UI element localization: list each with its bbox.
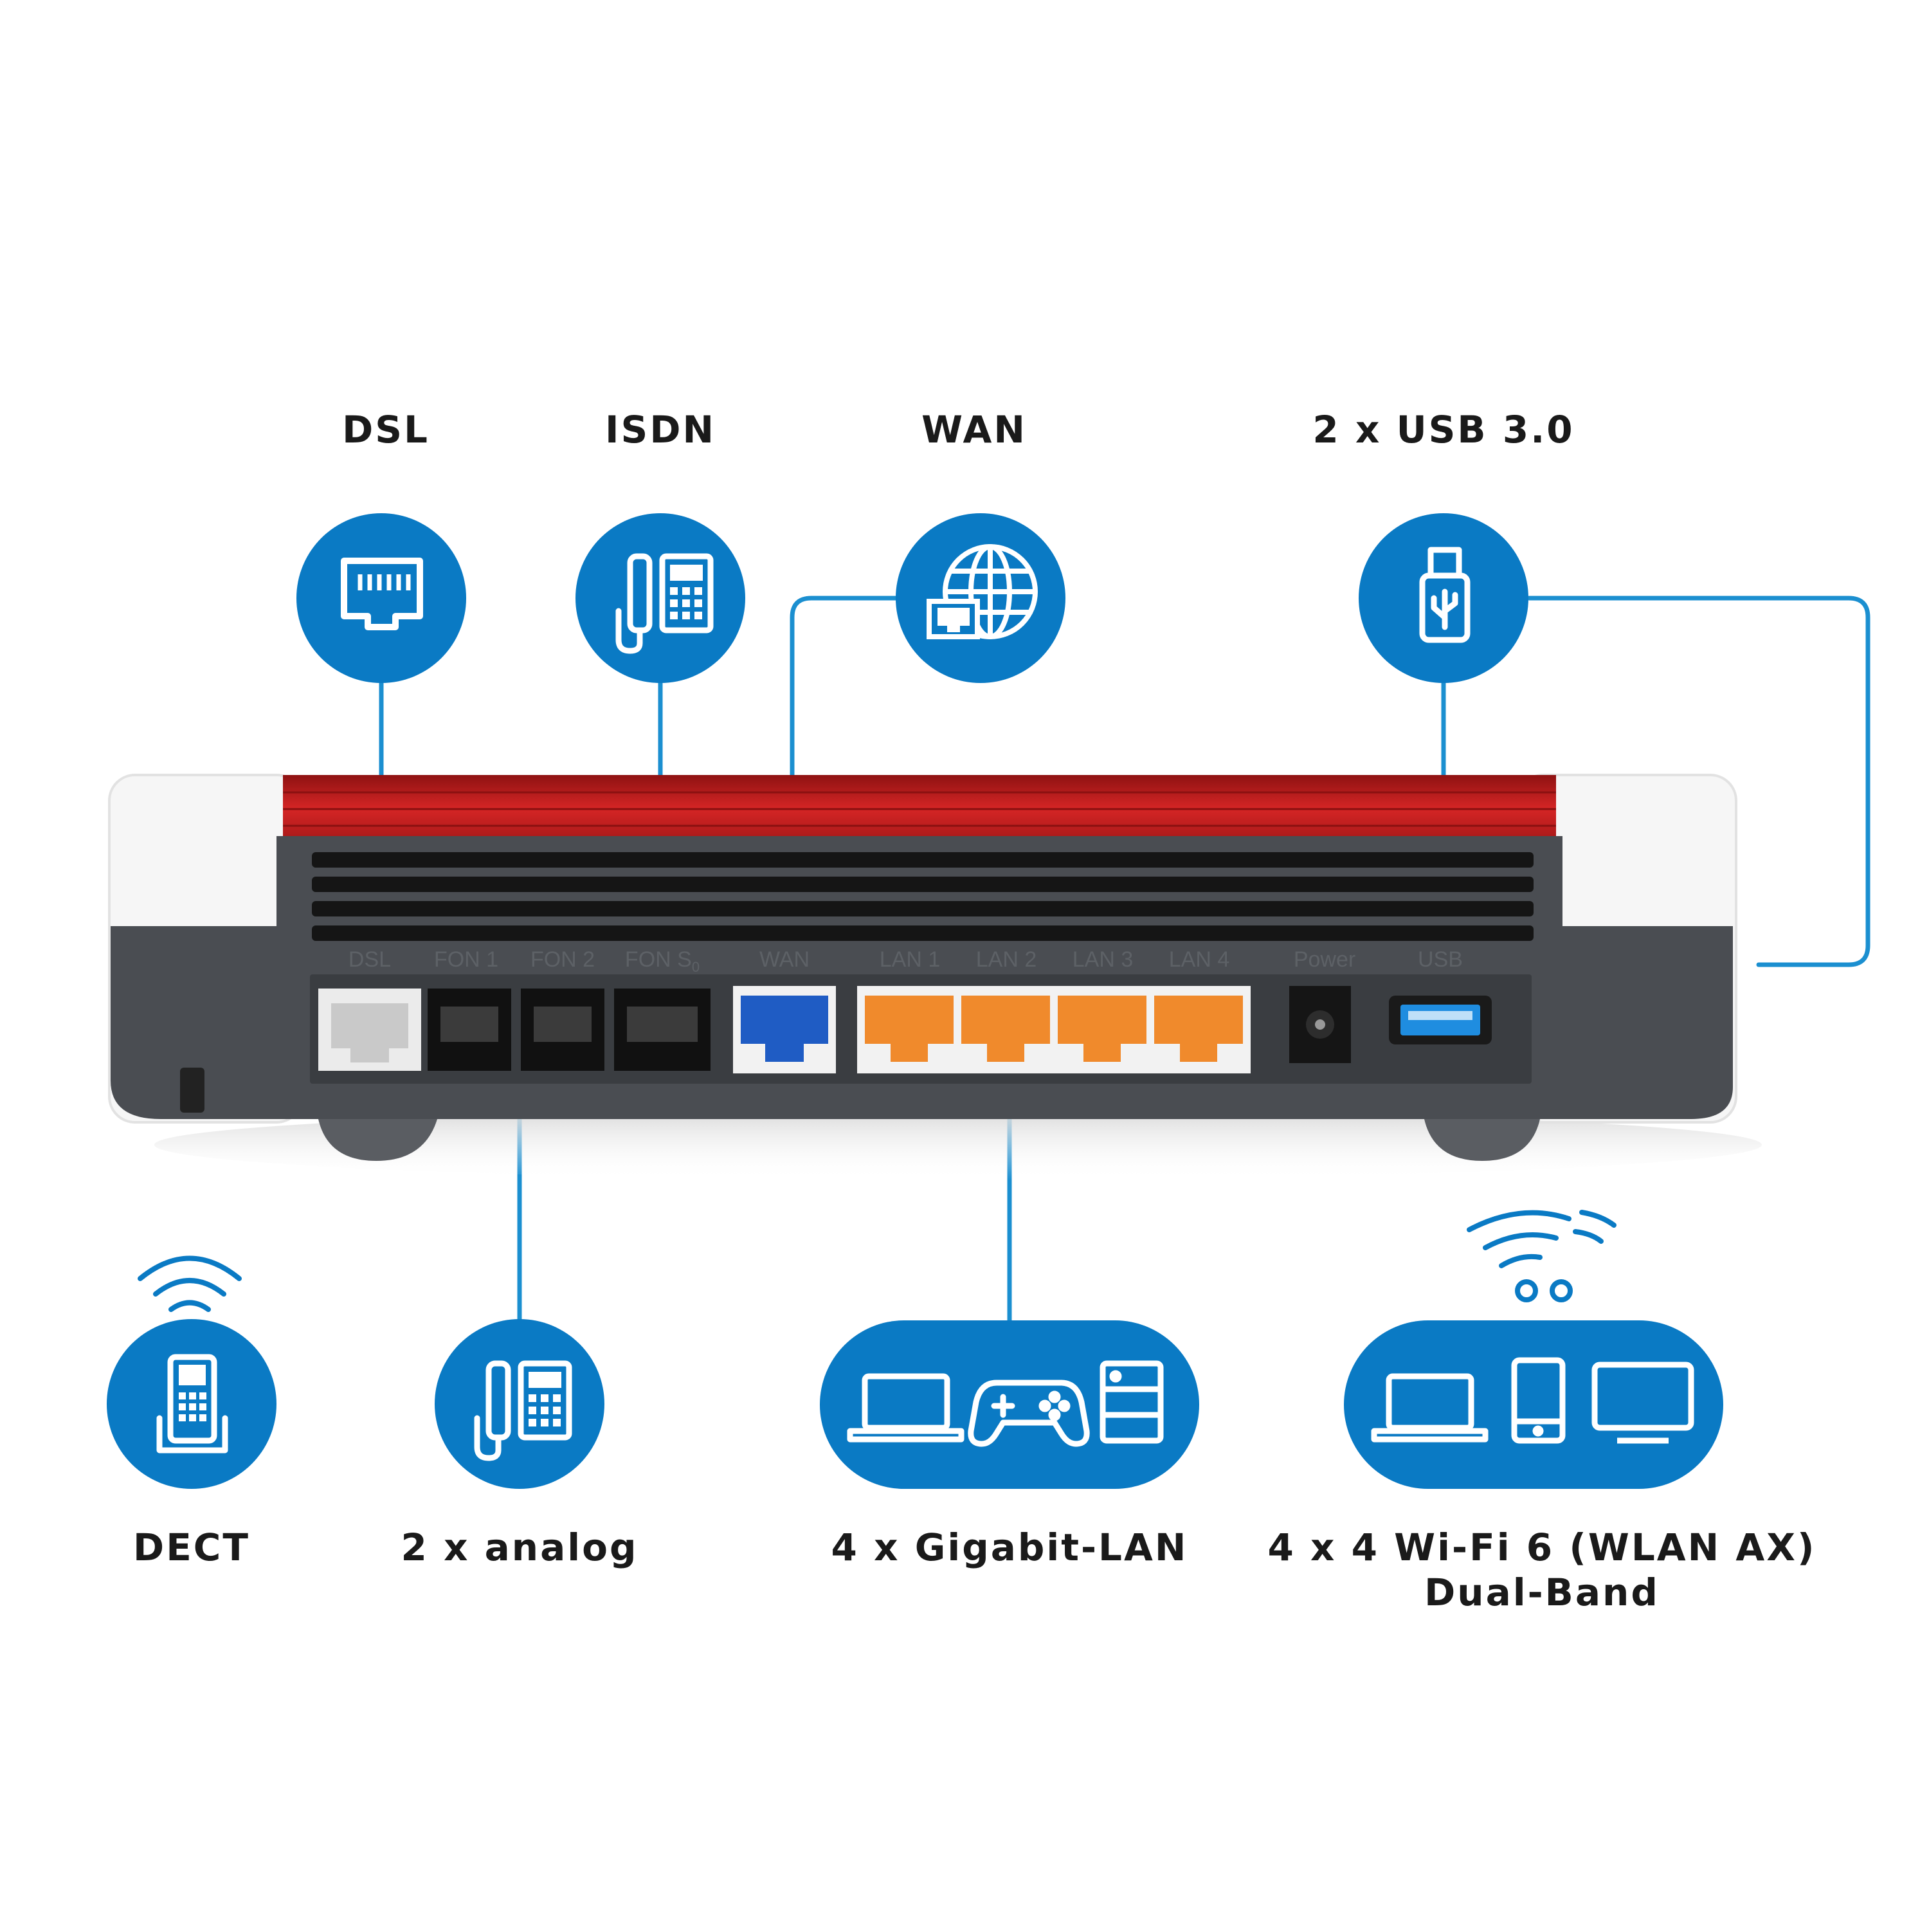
desk-phone-icon — [474, 1360, 572, 1461]
port-label-wan: WAN — [759, 947, 810, 972]
wan-feature — [896, 513, 1065, 683]
usb-stick-icon — [1419, 547, 1471, 643]
bottom-feature-icons — [107, 1210, 1723, 1489]
router-foot-left — [318, 1119, 437, 1161]
port-label-lan-4: LAN 4 — [1169, 947, 1230, 972]
wifi-feature — [1344, 1210, 1723, 1489]
dsl-feature — [296, 513, 466, 683]
gigabit-lan-feature — [820, 1320, 1199, 1489]
gigabit-lan-label: 4 x Gigabit-LAN — [831, 1526, 1188, 1569]
router-red-ridges — [283, 791, 1556, 827]
dsl-label: DSL — [342, 408, 430, 451]
port-label-lan-1: LAN 1 — [880, 947, 941, 972]
port-label-fon-2: FON 2 — [530, 947, 595, 972]
dsl-port — [318, 989, 421, 1071]
port-label-power: Power — [1294, 947, 1355, 972]
laptop-icon — [847, 1373, 964, 1443]
port-label-fon-s-subscript: 0 — [692, 959, 700, 975]
laptop-icon — [1371, 1373, 1489, 1443]
router-foot-right — [1424, 1119, 1540, 1161]
globe-network-icon — [927, 544, 1038, 639]
wireless-waves-icon — [138, 1255, 242, 1312]
connector-usb-right — [1526, 596, 1870, 967]
router-right-side — [1556, 926, 1733, 1119]
desk-phone-icon — [615, 553, 714, 654]
power-jack — [1289, 986, 1351, 1063]
port-label-usb: USB — [1418, 947, 1463, 972]
router-rear-view: DSL FON 1 FON 2 FON S0 WAN LAN 1 LAN 2 LAN 3 LAN… — [108, 774, 1762, 1180]
connector-wan — [790, 596, 900, 948]
wan-port — [733, 986, 836, 1073]
router-shadow — [154, 1109, 1762, 1180]
wifi-label-line2: Dual-Band — [1424, 1571, 1660, 1614]
usb-label: 2 x USB 3.0 — [1312, 408, 1575, 451]
cordless-phone-icon — [156, 1354, 228, 1454]
usb-port — [1389, 996, 1492, 1044]
nas-server-icon — [1100, 1360, 1164, 1444]
ethernet-port-icon — [341, 558, 423, 630]
isdn-feature — [575, 513, 745, 683]
port-label-fon-1: FON 1 — [434, 947, 498, 972]
port-label-fon-s: FON S0 — [625, 947, 700, 975]
port-label-lan-2: LAN 2 — [976, 947, 1037, 972]
wifi-label-line1: 4 x 4 Wi-Fi 6 (WLAN AX) — [1267, 1526, 1816, 1569]
analog-label: 2 x analog — [401, 1526, 638, 1569]
isdn-label: ISDN — [604, 408, 716, 451]
port-labels: DSL FON 1 FON 2 FON S0 WAN LAN 1 LAN 2 LAN 3 LAN… — [349, 947, 1463, 975]
dect-feature — [107, 1255, 276, 1489]
gamepad-icon — [968, 1380, 1090, 1447]
router-left-side — [111, 926, 276, 1119]
router-vents — [312, 852, 1534, 941]
usb-feature — [1359, 513, 1528, 683]
top-feature-icons — [296, 513, 1528, 683]
port-label-dsl: DSL — [349, 947, 391, 972]
smartphone-icon — [1511, 1357, 1566, 1444]
dect-label: DECT — [133, 1526, 250, 1569]
port-label-lan-3: LAN 3 — [1073, 947, 1134, 972]
analog-feature — [435, 1319, 604, 1489]
wan-label: WAN — [921, 408, 1027, 451]
lan-ports — [857, 986, 1251, 1073]
cable-clip — [180, 1068, 204, 1113]
monitor-icon — [1591, 1362, 1694, 1444]
wifi-waves-icon — [1467, 1210, 1617, 1302]
